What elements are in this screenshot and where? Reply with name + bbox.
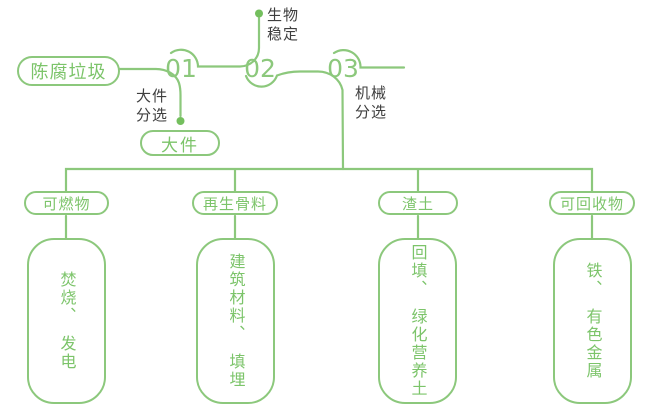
- label-bulky-sorting: 大件 分选: [136, 87, 169, 124]
- category-label: 渣土: [401, 194, 434, 213]
- wire-category-stubs: [64, 214, 594, 240]
- result-text: 铁、 有色金属: [583, 262, 603, 380]
- bulky-node-dot: [176, 117, 185, 125]
- step-number-03: 03: [327, 54, 359, 83]
- step-number-01: 01: [165, 54, 197, 83]
- label-bio-stabilization: 生物 稳定: [267, 6, 300, 43]
- bulky-output-node: 大件: [140, 130, 220, 156]
- result-box-incineration: 焚烧、 发电: [27, 238, 106, 404]
- wire-01-to-bio-dot: [169, 16, 261, 68]
- wire-02-to-drop: [244, 70, 345, 171]
- wire-source-to-bulky: [118, 67, 182, 118]
- result-box-construction: 建筑材料、 填埋: [196, 238, 275, 404]
- result-text: 回填、 绿化营养土: [408, 244, 428, 398]
- result-text: 焚烧、 发电: [57, 271, 77, 371]
- label-mechanical-sorting: 机械 分选: [355, 84, 388, 121]
- category-node-recyclables: 可回收物: [549, 191, 635, 215]
- result-box-backfill: 回填、 绿化营养土: [378, 238, 457, 404]
- result-text: 建筑材料、 填埋: [226, 253, 246, 389]
- wire-branch-rake: [64, 167, 594, 193]
- category-node-recycled-aggregate: 再生骨料: [192, 191, 278, 215]
- category-node-slag-soil: 渣土: [378, 191, 458, 215]
- bio-node-dot: [255, 9, 263, 18]
- category-node-combustibles: 可燃物: [24, 191, 109, 215]
- step-number-02: 02: [244, 54, 276, 83]
- category-label: 可回收物: [559, 194, 624, 213]
- source-node-label: 陈腐垃圾: [30, 62, 107, 83]
- category-label: 可燃物: [42, 194, 91, 213]
- source-node: 陈腐垃圾: [17, 56, 120, 86]
- category-label: 再生骨料: [202, 194, 267, 213]
- result-box-metals: 铁、 有色金属: [553, 238, 632, 404]
- bulky-output-label: 大件: [161, 135, 199, 156]
- wire-03-exit: [332, 48, 406, 69]
